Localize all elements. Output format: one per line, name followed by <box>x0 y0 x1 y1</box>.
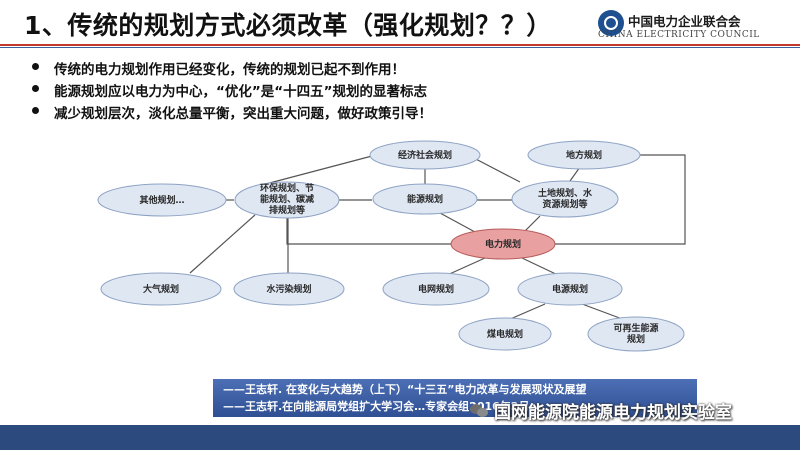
node-coal-label: 煤电规划 <box>487 328 523 340</box>
node-other-planning: 其他规划… <box>97 183 227 217</box>
slide-title: 1、传统的规划方式必须改革（强化规划？？） <box>24 11 552 40</box>
node-env-label-line-1: 环保规划、节 <box>260 182 314 194</box>
node-other-label: 其他规划… <box>139 194 184 206</box>
connector-env-power <box>286 214 451 245</box>
diagram-connectors <box>189 154 686 321</box>
bullet-item-1: 传统的电力规划作用已经变化，传统的规划已起不到作用！ <box>30 58 432 80</box>
citation-line-1: ——王志轩. 在变化与大趋势（上下）“十三五”电力改革与发展现状及展望 <box>223 383 587 396</box>
node-air-label: 大气规划 <box>143 283 179 295</box>
node-land-label-line-2: 资源规划等 <box>542 198 587 210</box>
node-local-planning: 地方规划 <box>527 140 641 170</box>
bullet-item-2: 能源规划应以电力为中心，“优化”是“十四五”规划的显著标志 <box>30 80 432 102</box>
node-local-label: 地方规划 <box>566 149 602 161</box>
node-env-label-line-3: 排规划等 <box>269 204 305 216</box>
node-power-source-planning: 电源规划 <box>517 272 623 306</box>
node-renewable-energy-planning: 可再生能源 规划 <box>587 316 685 352</box>
node-energy-label: 能源规划 <box>407 193 443 205</box>
cec-logo: 中国电力企业联合会 CHINA ELECTRICITY COUNCIL <box>598 8 798 44</box>
node-grid-planning: 电网规划 <box>382 272 490 306</box>
connector-source-renew <box>581 303 626 321</box>
node-renew-label-line-1: 可再生能源 <box>613 322 658 334</box>
cec-emblem-icon <box>598 10 624 36</box>
connector-economic-env <box>261 155 373 186</box>
connector-power-source <box>521 257 561 277</box>
node-coal-power-planning: 煤电规划 <box>458 317 552 351</box>
footer-band <box>0 425 800 450</box>
connector-source-coal <box>507 303 546 321</box>
node-renew-label-line-2: 规划 <box>627 333 645 345</box>
node-power-label: 电力规划 <box>485 238 521 250</box>
node-energy-planning: 能源规划 <box>372 183 478 215</box>
node-land-water-planning: 土地规划、水 资源规划等 <box>511 180 619 218</box>
node-water-label: 水污染规划 <box>266 283 311 295</box>
node-source-label: 电源规划 <box>552 283 588 295</box>
connector-power-grid <box>444 257 486 277</box>
node-env-label-line-2: 能规划、碳减 <box>260 193 314 205</box>
citation-box: ——王志轩. 在变化与大趋势（上下）“十三五”电力改革与发展现状及展望 ——王志… <box>213 379 697 417</box>
node-economic-social-planning: 经济社会规划 <box>369 140 481 170</box>
connector-local-power <box>555 154 686 245</box>
connector-economic-land <box>469 155 521 183</box>
node-grid-label: 电网规划 <box>418 283 454 295</box>
node-economic-label: 经济社会规划 <box>398 149 452 161</box>
wechat-icon <box>470 403 488 418</box>
node-land-label-line-1: 土地规划、水 <box>538 187 593 199</box>
connector-energy-power <box>439 212 476 233</box>
citation-line-2: ——王志轩.在向能源局党组扩大学习会…专家会组2016年2月 <box>223 400 530 413</box>
bullet-item-3: 减少规划层次，淡化总量平衡，突出重大问题，做好政策引导！ <box>30 102 432 124</box>
node-air-planning: 大气规划 <box>100 272 222 306</box>
node-env-energy-carbon-planning: 环保规划、节 能规划、碳减 排规划等 <box>234 181 340 219</box>
connector-env-air <box>189 214 256 274</box>
watermark-text: 国网能源院能源电力规划实验室 <box>494 402 732 423</box>
logo-chinese-name: 中国电力企业联合会 <box>628 14 741 29</box>
connector-land-power <box>524 215 541 232</box>
node-water-pollution-planning: 水污染规划 <box>233 272 345 306</box>
node-power-planning: 电力规划 <box>450 228 556 260</box>
watermark: 国网能源院能源电力规划实验室 <box>470 398 732 423</box>
logo-english-name: CHINA ELECTRICITY COUNCIL <box>598 30 760 40</box>
header-divider-blue <box>0 47 800 48</box>
header-divider-red <box>0 44 800 46</box>
bullet-list: 传统的电力规划作用已经变化，传统的规划已起不到作用！ 能源规划应以电力为中心，“… <box>30 58 432 124</box>
